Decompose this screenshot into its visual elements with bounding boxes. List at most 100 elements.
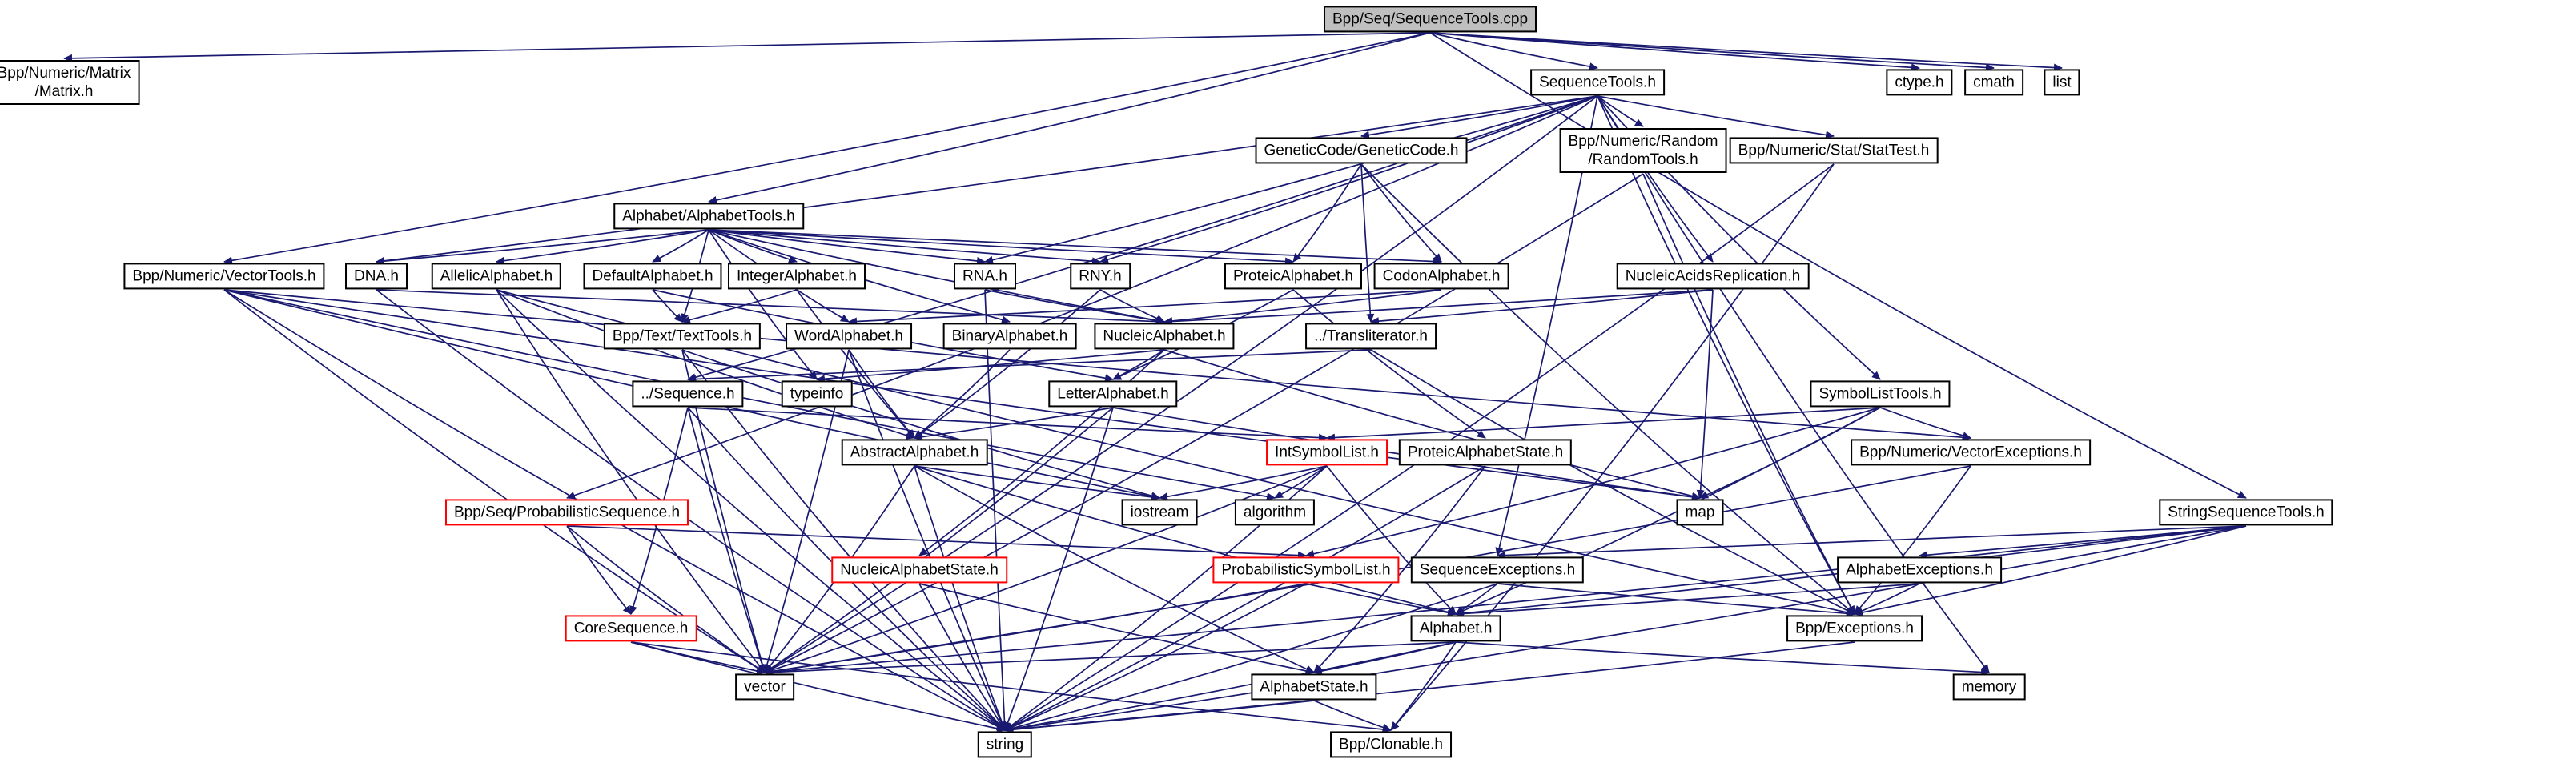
graph-node-texttools[interactable]: Bpp/Text/TextTools.h: [603, 323, 762, 350]
graph-node-alphabettools[interactable]: Alphabet/AlphabetTools.h: [613, 203, 804, 230]
graph-node-vector: vector: [735, 673, 794, 701]
include-edge-vectortools-to-map: [223, 289, 1701, 501]
graph-node-nucstate[interactable]: NucleicAlphabetState.h: [831, 556, 1007, 584]
include-edge-alphabettools-to-dna: [376, 229, 709, 266]
graph-node-sequence[interactable]: ../Sequence.h: [632, 380, 744, 408]
include-edge-letteralpha-to-string: [1003, 407, 1114, 731]
graph-node-iostream: iostream: [1121, 499, 1198, 526]
include-edge-seqtools_h-to-geneticcode: [1360, 95, 1598, 139]
include-edge-alphabet-to-memory: [1455, 641, 1990, 677]
include-edge-texttools-to-string: [681, 349, 1006, 731]
include-edge-randomtools-to-vector: [764, 173, 1644, 673]
graph-node-seqexceptions[interactable]: SequenceExceptions.h: [1410, 556, 1585, 584]
include-edge-symbollisttools-to-vectorexceptions: [1879, 407, 1971, 440]
include-edge-alphaexceptions-to-exceptions: [1854, 583, 1920, 615]
include-edge-intsymbollist-to-alphabet: [1326, 465, 1457, 615]
include-edge-stringseqtools-to-string: [1004, 525, 2247, 733]
include-edge-vectorexceptions-to-exceptions: [1854, 465, 1971, 615]
graph-node-coresequence[interactable]: CoreSequence.h: [565, 615, 697, 642]
graph-node-rny[interactable]: RNY.h: [1070, 263, 1131, 290]
graph-node-codon[interactable]: CodonAlphabet.h: [1373, 263, 1509, 290]
include-edge-coresequence-to-string: [630, 641, 1006, 733]
include-edge-seqtools_h-to-randomtools: [1597, 95, 1644, 127]
graph-node-nucreplication[interactable]: NucleicAcidsReplication.h: [1616, 263, 1810, 290]
graph-node-vectortools[interactable]: Bpp/Numeric/VectorTools.h: [123, 263, 325, 290]
include-edge-geneticcode-to-codon: [1360, 163, 1442, 263]
include-edge-main-to-ctype: [1429, 32, 1920, 72]
graph-node-algorithm: algorithm: [1234, 499, 1316, 526]
include-edge-dna-to-nucleicalpha: [376, 289, 1165, 326]
include-edge-seqtools_h-to-stattest: [1597, 95, 1835, 139]
graph-node-seqtools_h[interactable]: SequenceTools.h: [1530, 69, 1665, 96]
graph-node-geneticcode[interactable]: GeneticCode/GeneticCode.h: [1255, 137, 1468, 164]
include-edge-alphabettools-to-nucleicalpha: [708, 229, 1165, 325]
graph-node-dna[interactable]: DNA.h: [345, 263, 408, 290]
graph-node-memory: memory: [1952, 673, 2026, 701]
graph-node-probsymbollist[interactable]: ProbabilisticSymbolList.h: [1212, 556, 1400, 584]
graph-node-alphabet[interactable]: Alphabet.h: [1410, 615, 1501, 642]
include-edge-nucreplication-to-map: [1696, 289, 1714, 499]
include-edge-nucleicalpha-to-typeinfo: [816, 349, 1165, 383]
include-edge-nucstate-to-string: [918, 583, 1006, 731]
include-edge-alphabettools-to-proteic: [708, 229, 1294, 266]
include-edge-integeralpha-to-texttools: [681, 289, 798, 324]
include-edge-nucleicalpha-to-nucstate: [918, 349, 1165, 556]
include-edge-stringseqtools-to-vector: [764, 525, 2247, 677]
graph-node-stattest[interactable]: Bpp/Numeric/Stat/StatTest.h: [1729, 137, 1939, 164]
include-edge-intsymbollist-to-vector: [764, 465, 1328, 674]
graph-node-integeralpha[interactable]: IntegerAlphabet.h: [727, 263, 866, 290]
graph-node-randomtools[interactable]: Bpp/Numeric/Random /RandomTools.h: [1559, 128, 1727, 173]
include-edge-seqtools_h-to-exceptions: [1597, 95, 1855, 615]
include-edge-codon-to-wordalpha: [848, 289, 1442, 326]
graph-node-exceptions[interactable]: Bpp/Exceptions.h: [1786, 615, 1923, 642]
include-edge-symbollisttools-to-alphabet: [1455, 407, 1881, 615]
include-edge-dna-to-string: [376, 289, 1006, 731]
include-edge-seqtools_h-to-dna: [376, 95, 1598, 265]
include-edge-intsymbollist-to-iostream: [1159, 465, 1328, 501]
include-edge-texttools-to-iostream: [681, 349, 1160, 500]
graph-node-binaryalpha[interactable]: BinaryAlphabet.h: [942, 323, 1077, 350]
graph-node-proteic[interactable]: ProteicAlphabet.h: [1224, 263, 1362, 290]
include-edge-rna-to-string: [984, 289, 1009, 731]
include-edge-defaultalpha-to-texttools: [652, 289, 683, 323]
graph-node-alphastate[interactable]: AlphabetState.h: [1251, 673, 1377, 701]
graph-node-cmath: cmath: [1964, 69, 2023, 96]
graph-node-defaultalpha[interactable]: DefaultAlphabet.h: [583, 263, 722, 290]
graph-node-wordalpha[interactable]: WordAlphabet.h: [786, 323, 912, 350]
include-edge-nucreplication-to-nucleicalpha: [1163, 289, 1714, 326]
include-edge-alphabettools-to-allelic: [496, 229, 709, 265]
graph-node-stringseqtools[interactable]: StringSequenceTools.h: [2159, 499, 2333, 526]
include-edge-main-to-seqtools_h: [1429, 32, 1598, 71]
include-edge-alphaexceptions-to-alphabet: [1455, 583, 1920, 618]
graph-node-rna[interactable]: RNA.h: [954, 263, 1016, 290]
graph-node-transliterator[interactable]: ../Transliterator.h: [1305, 323, 1437, 350]
graph-node-proteicstate[interactable]: ProteicAlphabetState.h: [1398, 439, 1573, 466]
graph-node-nucleicalpha[interactable]: NucleicAlphabet.h: [1094, 323, 1235, 350]
graph-node-clonable[interactable]: Bpp/Clonable.h: [1330, 731, 1452, 758]
graph-node-vectorexceptions[interactable]: Bpp/Numeric/VectorExceptions.h: [1851, 439, 2091, 466]
include-edge-main-to-stringseqtools: [1429, 32, 2247, 499]
include-edge-alphabettools-to-rna: [708, 229, 986, 265]
include-edge-proteic-to-proteicstate: [1292, 289, 1486, 439]
graph-node-alphaexceptions[interactable]: AlphabetExceptions.h: [1837, 556, 2002, 584]
graph-node-symbollisttools[interactable]: SymbolListTools.h: [1810, 380, 1951, 408]
graph-node-map: map: [1676, 499, 1724, 526]
include-edge-probsymbollist-to-string: [1004, 583, 1307, 731]
include-edge-abstractalpha-to-alphabet: [914, 465, 1457, 616]
include-edge-alphabet-to-string: [1004, 641, 1457, 733]
include-edge-coresequence-to-vector: [630, 641, 766, 675]
include-edge-symbollisttools-to-intsymbollist: [1326, 407, 1881, 442]
graph-node-letteralpha[interactable]: LetterAlphabet.h: [1048, 380, 1178, 408]
include-edge-geneticcode-to-transliterator: [1360, 163, 1375, 323]
graph-node-matrix[interactable]: Bpp/Numeric/Matrix /Matrix.h: [0, 60, 140, 105]
graph-node-allelic[interactable]: AllelicAlphabet.h: [431, 263, 562, 290]
graph-node-abstractalpha[interactable]: AbstractAlphabet.h: [841, 439, 988, 466]
graph-node-intsymbollist[interactable]: IntSymbolList.h: [1266, 439, 1388, 466]
include-edge-seqtools_h-to-memory: [1597, 95, 1990, 673]
include-edge-alphabettools-to-codon: [708, 229, 1442, 266]
include-edge-main-to-alphabettools: [708, 32, 1431, 204]
include-edge-abstractalpha-to-iostream: [914, 465, 1160, 501]
graph-node-probseq[interactable]: Bpp/Seq/ProbabilisticSequence.h: [444, 499, 689, 526]
